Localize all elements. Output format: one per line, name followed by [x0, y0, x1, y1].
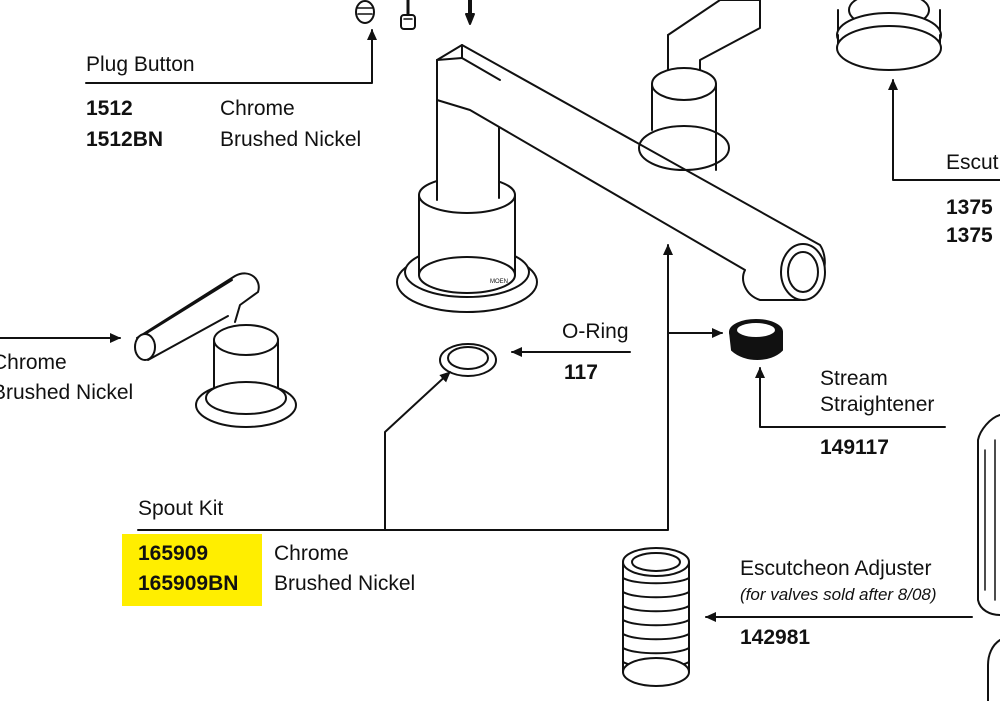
spout-arm-part: [436, 44, 826, 301]
stream-straightener-part: [729, 319, 783, 360]
stream-straightener-number: 149117: [820, 436, 889, 459]
spout-base-part: [396, 59, 538, 313]
pin-part: [465, 0, 475, 25]
spout-kit-finish-1: Chrome: [274, 542, 349, 565]
handle-finish-1: Chrome: [0, 351, 67, 374]
escutcheon-adjuster-note: (for valves sold after 8/08): [740, 585, 937, 604]
left-handle-part: [134, 272, 297, 428]
escutcheon-number-1: 1375: [946, 196, 993, 219]
spout-kit-title: Spout Kit: [138, 497, 224, 520]
spout-kit-number-1: 165909: [138, 542, 209, 565]
escutcheon-adjuster-part: [622, 547, 690, 687]
plug-button-title: Plug Button: [86, 53, 195, 76]
spout-kit-leader: [137, 244, 673, 531]
brand-mark: MOEN: [490, 279, 508, 285]
escutcheon-adjuster-number: 142981: [740, 626, 811, 649]
escutcheon-part: [836, 0, 942, 71]
part-number-highlight: [122, 534, 262, 606]
o-ring-title: O-Ring: [562, 320, 629, 343]
escutcheon-adjuster-title: Escutcheon Adjuster: [740, 557, 932, 580]
plug-button-finish-2: Brushed Nickel: [220, 128, 362, 151]
o-ring-number: 117: [564, 361, 598, 384]
handle-finish-2: Brushed Nickel: [0, 381, 134, 404]
right-handle-part: [638, 0, 761, 171]
spout-kit-finish-2: Brushed Nickel: [274, 572, 416, 595]
stream-straightener-title-2: Straightener: [820, 393, 935, 416]
escutcheon-number-2: 1375: [946, 224, 993, 247]
stream-straightener-leader: [755, 367, 946, 428]
escutcheon-title: Escut: [946, 151, 999, 174]
stream-straightener-title-1: Stream: [820, 367, 888, 390]
escutcheon-leader: [888, 79, 1000, 181]
o-ring-part: [439, 343, 497, 377]
set-screw-part: [400, 0, 416, 30]
plug-button-part: [355, 0, 375, 24]
cartridge-part: [977, 414, 1000, 701]
plug-button-number-1: 1512: [86, 97, 133, 120]
plug-button-number-2: 1512BN: [86, 128, 164, 151]
spout-kit-number-2: 165909BN: [138, 572, 239, 595]
plug-button-finish-1: Chrome: [220, 97, 295, 120]
spout-kit-oring-leader: [384, 371, 451, 531]
plug-button-leader: [85, 29, 377, 84]
